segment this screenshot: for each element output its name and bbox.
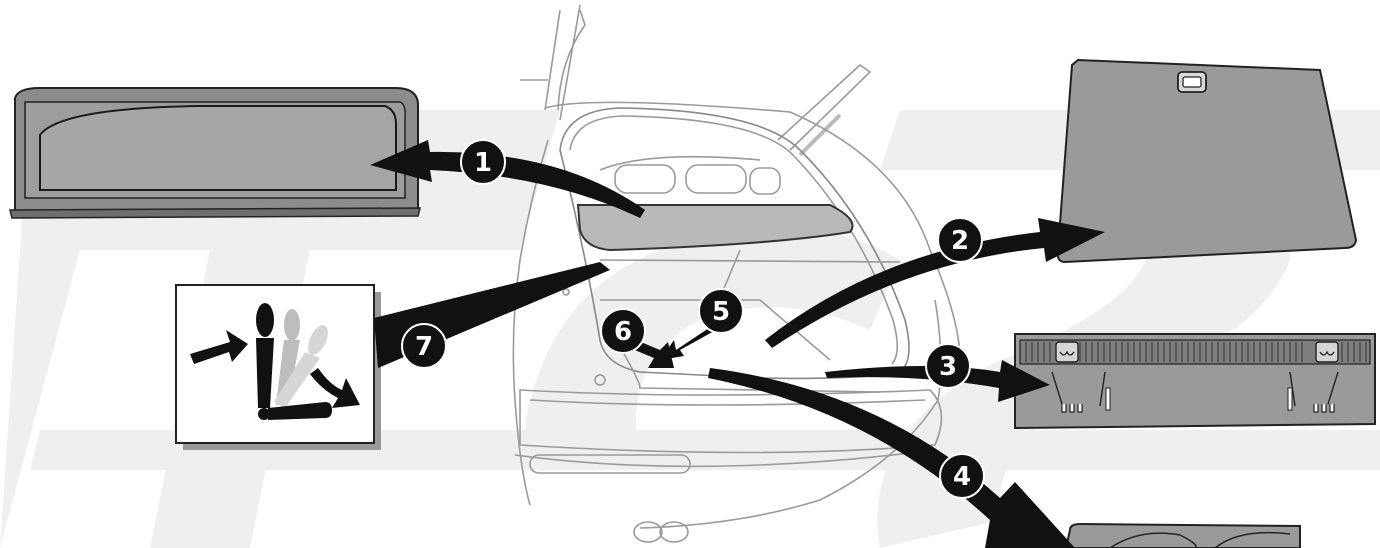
callout-5-label: 5 — [712, 297, 730, 327]
installed-load-cover — [576, 204, 854, 252]
callout-5: 5 — [698, 288, 744, 334]
callout-7: 7 — [401, 323, 447, 369]
seat-fold-illustration — [175, 284, 381, 450]
callout-1: 1 — [460, 139, 506, 185]
callout-1-label: 1 — [474, 148, 492, 178]
callout-2-label: 2 — [951, 226, 969, 256]
arrow-2 — [765, 218, 1105, 348]
callout-7-label: 7 — [415, 332, 433, 362]
callout-2: 2 — [937, 217, 983, 263]
car-rear — [512, 4, 961, 543]
load-cover-part — [9, 87, 421, 219]
storage-tray-part — [1064, 522, 1301, 548]
arrow-4 — [708, 368, 1075, 548]
arrow-3 — [825, 360, 1050, 402]
floor-hatch-part — [1056, 58, 1358, 264]
callout-4: 4 — [939, 453, 985, 499]
sill-panel-part — [1014, 333, 1376, 430]
callout-6: 6 — [600, 308, 646, 354]
arrow-6 — [630, 340, 674, 368]
callout-3: 3 — [925, 343, 971, 389]
callout-6-label: 6 — [614, 317, 632, 347]
arrow-5 — [660, 326, 716, 360]
callout-3-label: 3 — [939, 352, 957, 382]
arrow-1 — [370, 140, 645, 218]
sill-vent-lines — [1025, 342, 1367, 362]
callout-4-label: 4 — [953, 462, 971, 492]
